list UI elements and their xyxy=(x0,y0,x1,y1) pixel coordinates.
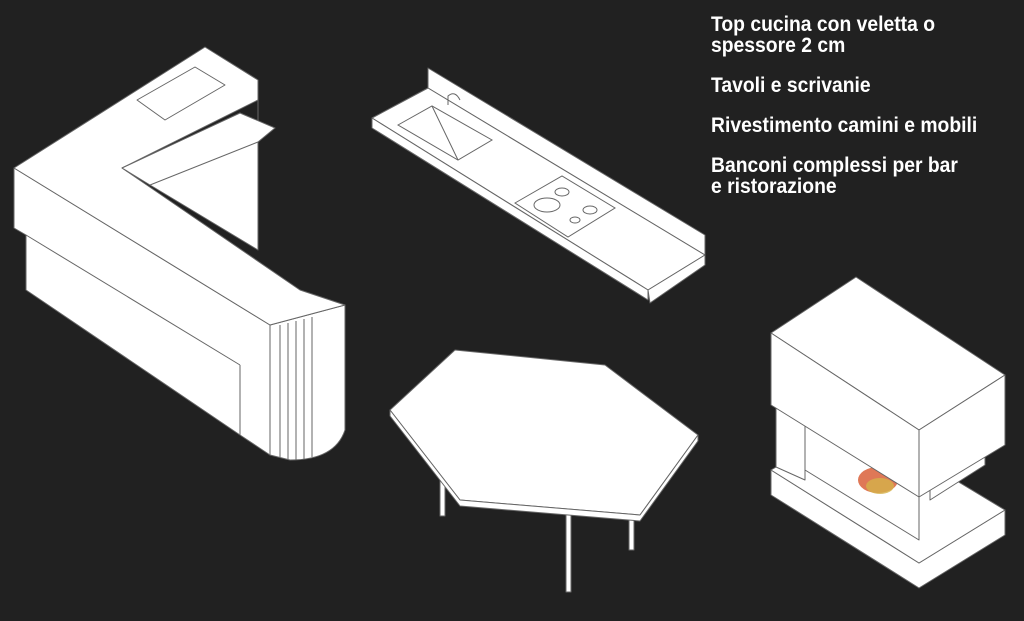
captions: Top cucina con veletta o spessore 2 cm T… xyxy=(711,14,1000,216)
table-drawing xyxy=(389,349,699,593)
sink-icon xyxy=(136,66,226,121)
caption-tables: Tavoli e scrivanie xyxy=(711,75,977,96)
caption-fireplaces: Rivestimento camini e mobili xyxy=(711,115,977,136)
bar-counter-drawing xyxy=(13,46,346,461)
caption-line: Rivestimento camini e mobili xyxy=(711,114,978,137)
caption-line: Top cucina con veletta o xyxy=(711,13,936,36)
caption-line: e ristorazione xyxy=(711,175,837,198)
caption-line: Tavoli e scrivanie xyxy=(711,74,871,97)
caption-line: spessore 2 cm xyxy=(711,34,846,57)
caption-kitchen-top: Top cucina con veletta o spessore 2 cm xyxy=(711,14,977,56)
kitchen-top-drawing xyxy=(371,67,706,304)
caption-line: Banconi complessi per bar xyxy=(711,154,958,177)
cooktop-icon xyxy=(514,175,616,238)
caption-bar-counters: Banconi complessi per bar e ristorazione xyxy=(711,155,977,197)
fireplace-drawing xyxy=(770,276,1006,589)
